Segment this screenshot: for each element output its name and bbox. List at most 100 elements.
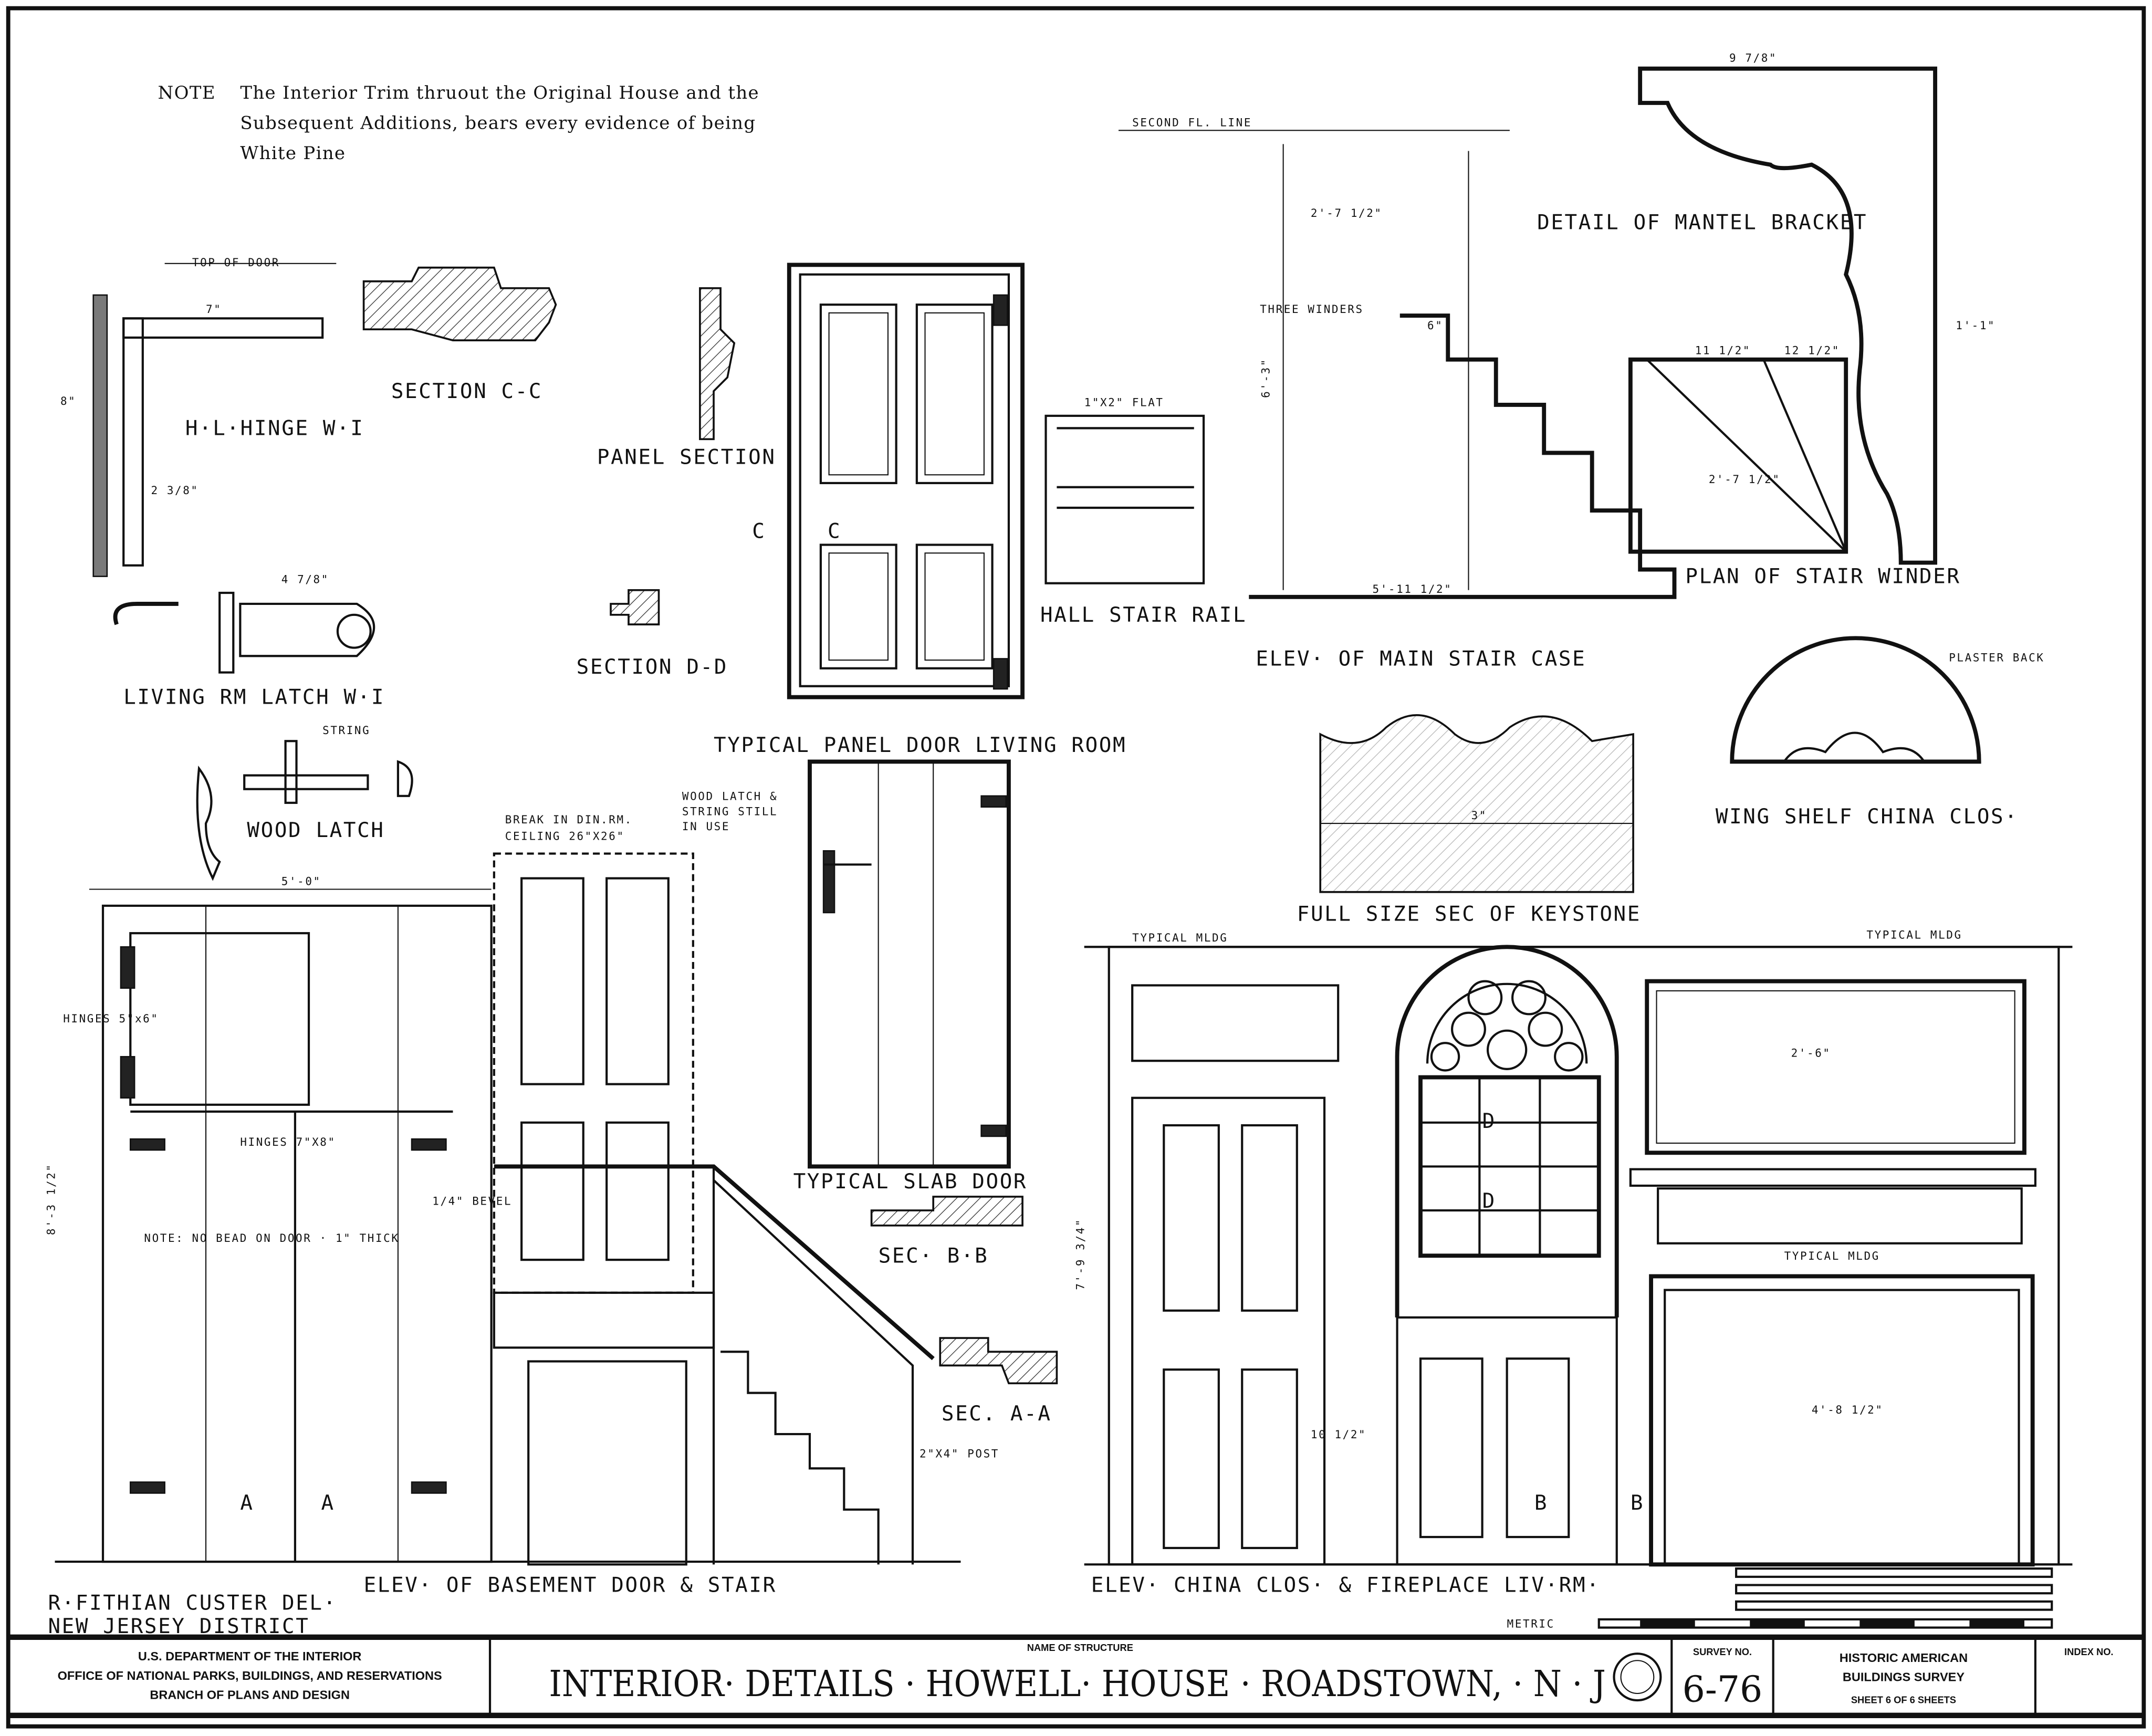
wing-shelf-detail: PLASTER BACK WING SHELF CHINA CLOS·	[1716, 636, 2044, 829]
note-line: Subsequent Additions, bears every eviden…	[240, 113, 756, 134]
mantel-bracket-detail: 9 7/8" 1'-1" DETAIL OF MANTEL BRACKET	[1537, 52, 1996, 565]
dimension: 6"	[1427, 319, 1443, 332]
dimension: 4 7/8"	[281, 573, 329, 586]
survey-number: 6-76	[1683, 1669, 1763, 1711]
note-heading: NOTE	[158, 82, 216, 103]
post-label: 2"X4" POST	[920, 1447, 999, 1460]
break-ceiling-note: BREAK IN DIN.RM.	[505, 813, 633, 826]
agency-line: OFFICE OF NATIONAL PARKS, BUILDINGS, AND…	[58, 1669, 442, 1682]
agency-line: BRANCH OF PLANS AND DESIGN	[150, 1688, 350, 1701]
credits: R·FITHIAN CUSTER DEL· NEW JERSEY DISTRIC…	[48, 1567, 2053, 1638]
survey-number-label: SURVEY NO.	[1693, 1646, 1752, 1657]
scale-bar	[1597, 1567, 2053, 1629]
section-marker-b: B	[1534, 1491, 1548, 1515]
index-number-label: INDEX NO.	[2064, 1646, 2113, 1657]
panel-section-detail: PANEL SECTION	[597, 287, 776, 469]
dimension: 5'-0"	[281, 875, 321, 888]
section-marker-b: B	[1631, 1491, 1644, 1515]
china-fireplace-label: ELEV· CHINA CLOS· & FIREPLACE LIV·RM·	[1091, 1574, 1601, 1597]
section-marker-d: D	[1482, 1110, 1496, 1133]
section-cc-detail: SECTION C-C	[362, 266, 557, 403]
mantel-bracket-label: DETAIL OF MANTEL BRACKET	[1537, 211, 1867, 234]
no-bead-note: NOTE: NO BEAD ON DOOR · 1" THICK	[144, 1232, 399, 1245]
dimension: 5'-11 1/2"	[1373, 583, 1453, 595]
basement-label: ELEV· OF BASEMENT DOOR & STAIR	[364, 1574, 777, 1597]
wing-shelf-label: WING SHELF CHINA CLOS·	[1716, 805, 2019, 829]
wood-latch-note: IN USE	[682, 820, 730, 833]
second-floor-label: SECOND FL. LINE	[1132, 116, 1252, 129]
structure-name-label: NAME OF STRUCTURE	[1027, 1642, 1133, 1653]
structure-name: INTERIOR· DETAILS · HOWELL· HOUSE · ROAD…	[549, 1664, 1605, 1705]
delineator-credit: R·FITHIAN CUSTER DEL·	[48, 1592, 337, 1615]
dimension: 9 7/8"	[1729, 52, 1777, 65]
section-marker-a: A	[321, 1491, 335, 1515]
bevel-label: 1/4" BEVEL	[432, 1195, 512, 1208]
plaster-back-label: PLASTER BACK	[1949, 652, 2044, 664]
section-dd-detail: SECTION D-D	[577, 589, 728, 679]
dimension: 12 1/2"	[1784, 344, 1840, 357]
title-block: U.S. DEPARTMENT OF THE INTERIOR OFFICE O…	[8, 1634, 2144, 1719]
china-closet-fireplace-elevation: TYPICAL MLDG TYPICAL MLDG 7'-9 3/4" D D …	[1074, 929, 2073, 1597]
hinges-5x6-label: HINGES 5"x6"	[63, 1012, 159, 1025]
dimension: 2'-7 1/2"	[1311, 207, 1383, 219]
habs-line: HISTORIC AMERICAN	[1840, 1651, 1968, 1665]
note-line: The Interior Trim thruout the Original H…	[240, 82, 759, 103]
typical-mldg-label: TYPICAL MLDG	[1132, 932, 1228, 944]
keystone-label: FULL SIZE SEC OF KEYSTONE	[1297, 903, 1641, 926]
break-ceiling-note: CEILING 26"X26"	[505, 830, 625, 842]
typical-panel-door: C C TYPICAL PANEL DOOR LIVING ROOM	[714, 263, 1126, 757]
wood-latch-note: STRING STILL	[682, 805, 778, 818]
sec-bb-label: SEC· B·B	[879, 1244, 989, 1268]
dimension: 6'-3"	[1260, 358, 1272, 398]
stair-winder-plan: 11 1/2" 12 1/2" 2'-7 1/2" PLAN OF STAIR …	[1628, 344, 1960, 589]
top-of-door-label: TOP OF DOOR	[192, 256, 280, 269]
hall-rail-label: HALL STAIR RAIL	[1040, 603, 1247, 627]
dimension: 8"	[60, 395, 76, 407]
section-marker-c: C	[752, 519, 766, 543]
section-dd-label: SECTION D-D	[577, 655, 728, 679]
main-stair-label: ELEV· OF MAIN STAIR CASE	[1256, 647, 1586, 671]
section-marker-a: A	[240, 1491, 254, 1515]
hinge-label: H·L·HINGE W·I	[185, 416, 364, 440]
dimension: 3"	[1471, 809, 1487, 822]
section-marker-c: C	[828, 519, 841, 543]
dimension: 8'-3 1/2"	[45, 1163, 58, 1235]
panel-door-label: TYPICAL PANEL DOOR LIVING ROOM	[714, 734, 1126, 757]
habs-seal-icon	[1613, 1653, 1662, 1702]
typical-mldg-label: TYPICAL MLDG	[1866, 929, 1962, 942]
typical-slab-door: WOOD LATCH & STRING STILL IN USE TYPICAL…	[682, 759, 1058, 1426]
sheet-count: SHEET 6 OF 6 SHEETS	[1851, 1694, 1956, 1705]
panel-section-label: PANEL SECTION	[597, 445, 776, 469]
stair-winder-label: PLAN OF STAIR WINDER	[1685, 565, 1960, 589]
section-marker-d: D	[1482, 1189, 1496, 1213]
habs-line: BUILDINGS SURVEY	[1843, 1670, 1965, 1683]
dimension: 7"	[206, 303, 222, 316]
string-label: STRING	[322, 724, 370, 737]
wood-latch-label: WOOD LATCH	[247, 819, 384, 842]
hinges-7x8-label: HINGES 7"X8"	[240, 1136, 336, 1148]
dimension: 4'-8 1/2"	[1812, 1404, 1884, 1416]
wood-latch-detail: STRING WOOD LATCH	[196, 724, 413, 881]
dimension: 7'-9 3/4"	[1074, 1218, 1087, 1290]
dimension: 2'-6"	[1791, 1047, 1831, 1059]
hl-hinge-detail: TOP OF DOOR 7" 8" 2 3/8" H·L·HINGE W·I	[60, 256, 364, 577]
dimension: 10 1/2"	[1311, 1428, 1366, 1441]
basement-door-stair-elevation: 5'-0" 8'-3 1/2" HINGES 5"x6" HINGES 7"X8…	[45, 813, 999, 1597]
sheet-border	[6, 6, 2146, 1729]
living-latch-detail: 4 7/8" LIVING RM LATCH W·I	[113, 573, 384, 709]
dimension: 2 3/8"	[151, 484, 199, 497]
agency-line: U.S. DEPARTMENT OF THE INTERIOR	[138, 1649, 361, 1663]
hall-stair-rail: 1"X2" FLAT HALL STAIR RAIL	[1040, 396, 1247, 627]
dimension: 1'-1"	[1956, 319, 1996, 332]
district-credit: NEW JERSEY DISTRICT	[48, 1615, 309, 1638]
slab-door-label: TYPICAL SLAB DOOR	[793, 1170, 1028, 1194]
dimension: 11 1/2"	[1695, 344, 1751, 357]
rail-flat-label: 1"X2" FLAT	[1084, 396, 1164, 409]
keystone-section: 3" FULL SIZE SEC OF KEYSTONE	[1297, 714, 1641, 926]
section-cc-label: SECTION C-C	[391, 380, 542, 403]
wood-latch-note: WOOD LATCH &	[682, 790, 778, 803]
sec-aa-label: SEC. A-A	[942, 1402, 1052, 1426]
typical-mldg-label: TYPICAL MLDG	[1784, 1250, 1880, 1262]
three-winders-label: THREE WINDERS	[1260, 303, 1363, 316]
